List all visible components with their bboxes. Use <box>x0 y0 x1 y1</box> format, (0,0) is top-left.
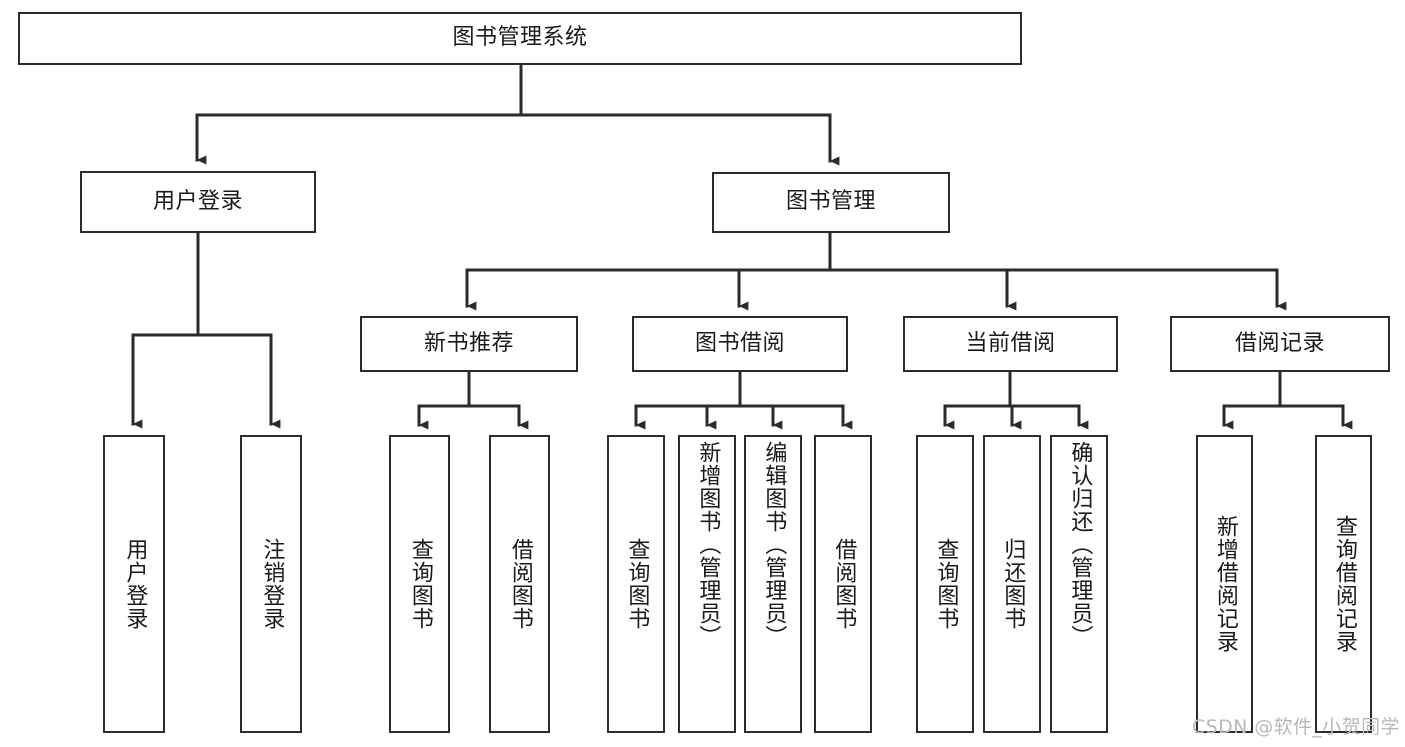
node-user-login[interactable]: 用户登录 <box>80 171 316 233</box>
node-leaf-borrow-book-rec[interactable]: 借阅图书 <box>489 435 550 733</box>
node-leaf-add-record[interactable]: 新增借阅记录 <box>1196 435 1253 733</box>
node-leaf-borrow-book-label: 借阅图书 <box>831 538 857 630</box>
node-leaf-confirm-return-label: 确认归还（管理员） <box>1067 441 1093 648</box>
node-leaf-edit-book-label: 编辑图书（管理员） <box>761 441 787 648</box>
node-user-login-label: 用户登录 <box>152 188 243 214</box>
node-root-label: 图书管理系统 <box>452 25 588 51</box>
node-leaf-return-book-label: 归还图书 <box>1000 538 1026 630</box>
node-leaf-user-login-label: 用户登录 <box>122 538 148 630</box>
node-leaf-return-book[interactable]: 归还图书 <box>983 435 1041 733</box>
node-leaf-query-book[interactable]: 查询图书 <box>607 435 665 733</box>
node-leaf-confirm-return[interactable]: 确认归还（管理员） <box>1050 435 1108 733</box>
node-leaf-borrow-book[interactable]: 借阅图书 <box>814 435 872 733</box>
node-leaf-query-book-cur-label: 查询图书 <box>933 538 959 630</box>
node-current-borrow[interactable]: 当前借阅 <box>903 316 1118 372</box>
node-leaf-query-record[interactable]: 查询借阅记录 <box>1315 435 1372 733</box>
node-borrow-record-label: 借阅记录 <box>1234 330 1325 356</box>
node-leaf-add-book[interactable]: 新增图书（管理员） <box>678 435 736 733</box>
node-leaf-add-book-label: 新增图书（管理员） <box>695 441 721 648</box>
node-leaf-edit-book[interactable]: 编辑图书（管理员） <box>744 435 802 733</box>
node-leaf-logout[interactable]: 注销登录 <box>240 435 302 733</box>
node-new-book-rec-label: 新书推荐 <box>423 330 514 356</box>
node-leaf-query-record-label: 查询借阅记录 <box>1331 515 1357 653</box>
node-current-borrow-label: 当前借阅 <box>965 330 1056 356</box>
node-leaf-query-book-rec[interactable]: 查询图书 <box>389 435 450 733</box>
node-leaf-query-book-label: 查询图书 <box>624 538 650 630</box>
node-book-borrow[interactable]: 图书借阅 <box>632 316 848 372</box>
node-book-manage[interactable]: 图书管理 <box>712 172 950 233</box>
watermark-text: CSDN @软件_小贺同学 <box>1192 716 1400 738</box>
node-book-manage-label: 图书管理 <box>785 189 876 215</box>
node-leaf-query-book-cur[interactable]: 查询图书 <box>916 435 974 733</box>
node-leaf-user-login[interactable]: 用户登录 <box>103 435 165 733</box>
node-borrow-record[interactable]: 借阅记录 <box>1170 316 1390 372</box>
node-new-book-rec[interactable]: 新书推荐 <box>360 316 578 372</box>
node-leaf-borrow-book-rec-label: 借阅图书 <box>507 538 533 630</box>
node-leaf-query-book-rec-label: 查询图书 <box>407 538 433 630</box>
node-root[interactable]: 图书管理系统 <box>18 12 1022 65</box>
node-book-borrow-label: 图书借阅 <box>694 330 785 356</box>
node-leaf-add-record-label: 新增借阅记录 <box>1212 515 1238 653</box>
node-leaf-logout-label: 注销登录 <box>259 538 285 630</box>
